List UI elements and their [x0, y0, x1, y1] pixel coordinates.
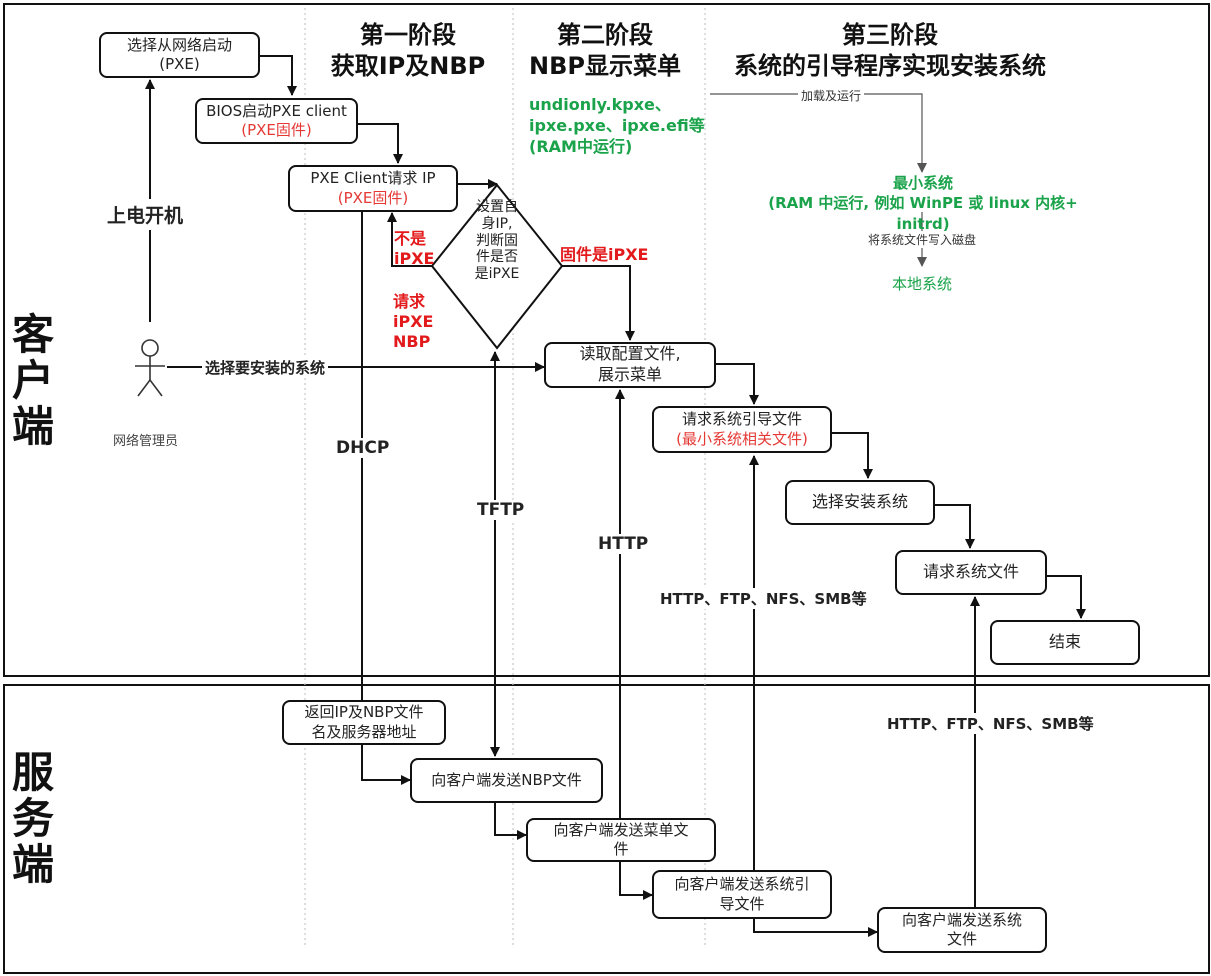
admin-figure [135, 339, 165, 397]
request-system-file-box: 请求系统文件 [895, 550, 1047, 595]
choose-install-system-box: 选择安装系统 [785, 480, 935, 525]
select-system-label: 选择要安装的系统 [202, 357, 329, 378]
minimal-system-label: 最小系统(RAM 中运行, 例如 WinPE 或 linux 内核+ initr… [768, 174, 1078, 233]
ipxe-check-diamond [430, 183, 564, 350]
select-network-boot-box: 选择从网络启动(PXE) [99, 32, 260, 78]
firmware-is-ipxe-label: 固件是iPXE [560, 245, 649, 264]
multi-protocol-label-1: HTTP、FTP、NFS、SMB等 [658, 588, 869, 609]
power-on-label: 上电开机 [105, 199, 186, 230]
request-boot-file-box: 请求系统引导文件(最小系统相关文件) [652, 406, 832, 453]
read-config-box: 读取配置文件,展示菜单 [544, 342, 716, 388]
end-box: 结束 [990, 620, 1140, 665]
return-ip-nbp-box: 返回IP及NBP文件名及服务器地址 [282, 700, 446, 745]
pxe-request-ip-box: PXE Client请求 IP(PXE固件) [288, 165, 458, 212]
client-lane-frame [3, 3, 1210, 677]
multi-protocol-label-2: HTTP、FTP、NFS、SMB等 [885, 713, 1096, 734]
phase-1-title: 第一阶段获取IP及NBP [330, 21, 486, 81]
write-disk-label: 将系统文件写入磁盘 [866, 231, 979, 248]
server-lane-frame [3, 684, 1210, 974]
send-menu-file-box: 向客户端发送菜单文件 [526, 818, 716, 862]
dhcp-label: DHCP [334, 438, 392, 458]
server-lane-label: 服务端 [11, 748, 54, 890]
send-system-file-box: 向客户端发送系统文件 [877, 907, 1047, 953]
local-system-label: 本地系统 [892, 275, 953, 293]
nbp-files-label: undionly.kpxe、ipxe.pxe、ipxe.efi等(RAM中运行) [529, 95, 705, 156]
admin-label: 网络管理员 [113, 434, 179, 449]
load-run-label: 加载及运行 [798, 87, 865, 104]
http-label: HTTP [596, 534, 651, 554]
send-nbp-file-box: 向客户端发送NBP文件 [410, 758, 603, 803]
send-boot-file-box: 向客户端发送系统引导文件 [652, 870, 832, 919]
phase-3-title: 第三阶段系统的引导程序实现安装系统 [734, 21, 1046, 81]
tftp-label: TFTP [475, 500, 527, 520]
bios-pxe-client-box: BIOS启动PXE client(PXE固件) [195, 98, 358, 144]
client-lane-label: 客户端 [11, 310, 54, 452]
ipxe-check-text: 设置自身IP, 判断固件是否是iPXE [474, 199, 520, 283]
